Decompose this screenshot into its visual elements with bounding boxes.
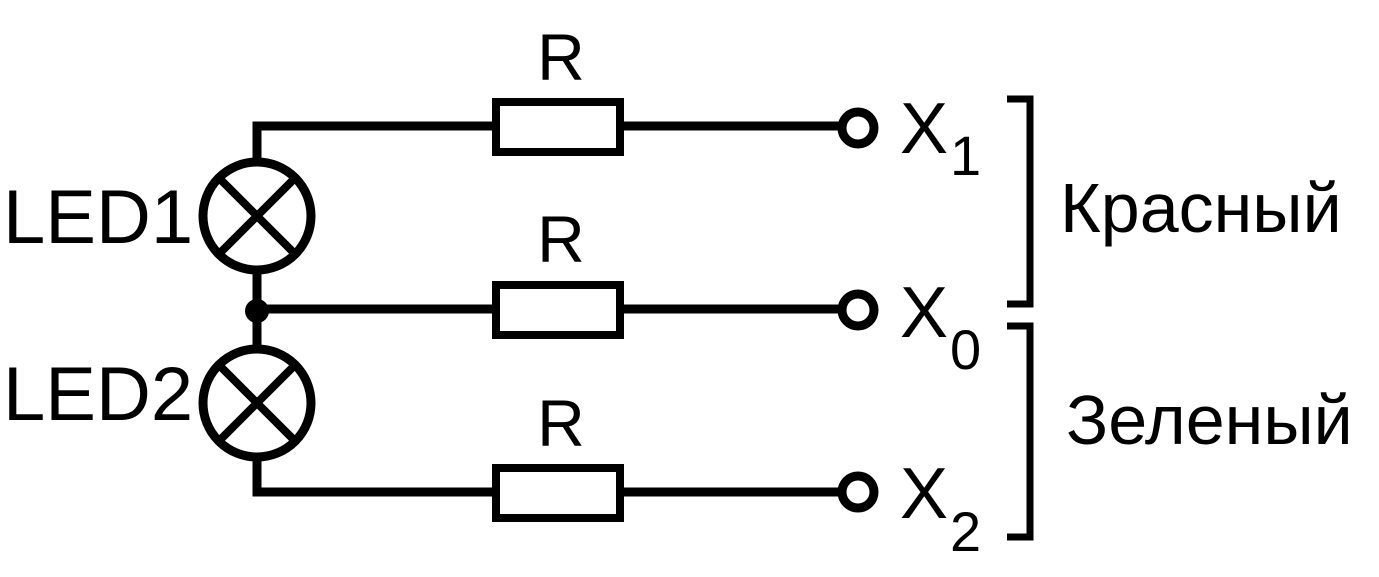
resistor-2	[492, 281, 624, 339]
terminal-x0-label: X 0	[900, 273, 981, 381]
bracket-green	[1007, 322, 1034, 541]
resistor-3-label: R	[537, 386, 585, 460]
terminal-x1-letter: X	[900, 89, 948, 169]
terminal-x0-letter: X	[900, 273, 948, 353]
wire-top	[252, 121, 843, 168]
terminal-x2-label: X 2	[900, 454, 981, 563]
resistor-1-label: R	[537, 20, 585, 94]
resistor-3	[492, 464, 624, 522]
terminal-x2	[837, 471, 879, 513]
resistor-1	[492, 98, 624, 156]
led1-symbol	[198, 157, 316, 275]
led2-label: LED2	[3, 352, 193, 437]
led2-symbol	[198, 344, 316, 462]
resistor-2-label: R	[537, 202, 585, 276]
wire-bottom	[252, 452, 843, 497]
led1-cross-b	[216, 175, 298, 257]
led1-label: LED1	[3, 175, 193, 260]
terminal-x0-subscript: 0	[950, 318, 981, 381]
group-green-label: Зеленый	[1066, 381, 1353, 459]
terminal-x0	[837, 289, 879, 331]
junction-dot	[245, 299, 269, 323]
terminal-x1-label: X 1	[900, 89, 981, 187]
group-red-label: Красный	[1060, 169, 1342, 247]
bracket-red	[1007, 95, 1034, 308]
terminal-x2-subscript: 2	[950, 500, 981, 563]
terminal-x2-letter: X	[900, 454, 948, 534]
led2-cross-b	[216, 362, 298, 444]
terminal-x1-subscript: 1	[950, 124, 981, 187]
terminal-x1	[837, 107, 879, 149]
wires	[252, 121, 843, 497]
